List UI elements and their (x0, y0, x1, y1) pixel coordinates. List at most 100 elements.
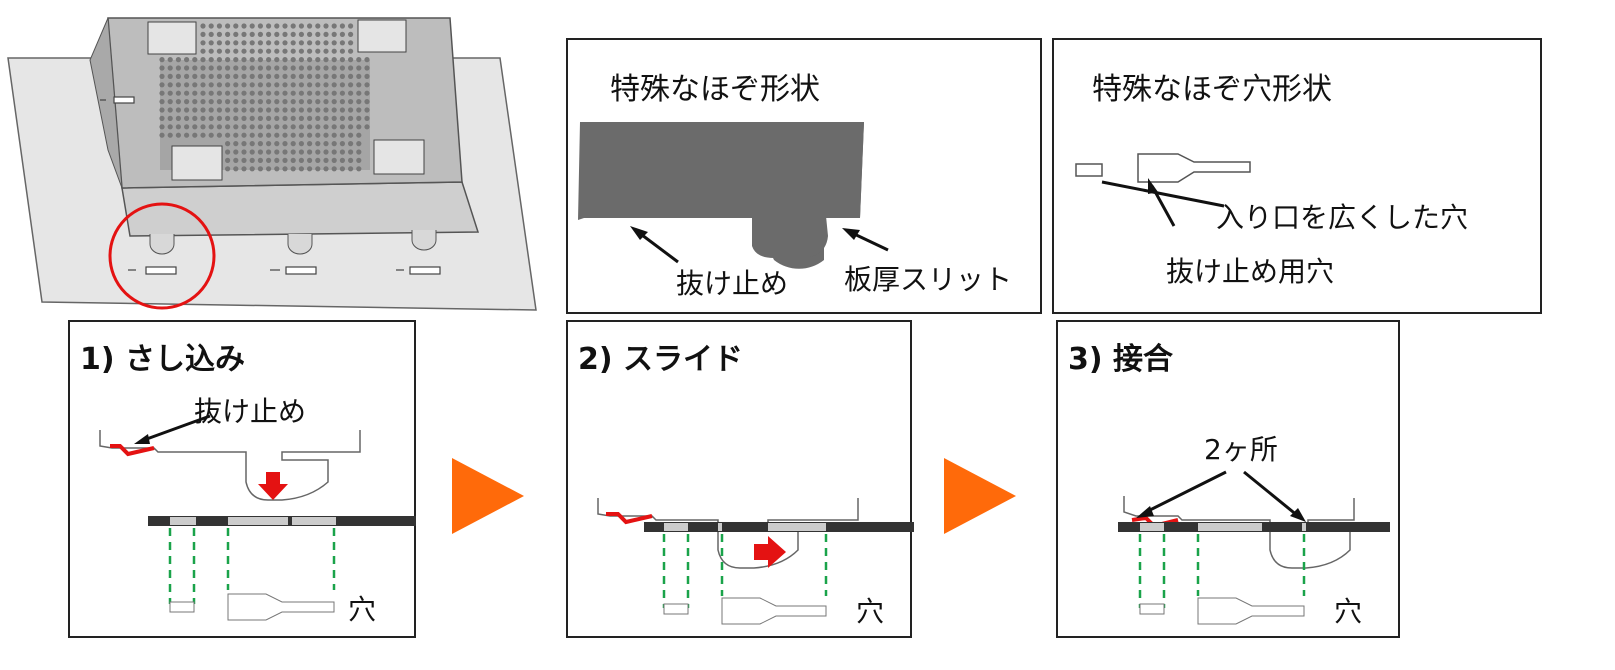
perforation-hole (298, 40, 304, 46)
perforation-hole (233, 23, 239, 29)
perforation-hole (298, 57, 304, 63)
perforation-hole (184, 99, 190, 105)
perforation-hole (290, 57, 296, 63)
perforation-hole (225, 57, 231, 63)
perforation-hole (323, 48, 329, 54)
perforation-hole (339, 124, 345, 130)
perforation-hole (282, 132, 288, 138)
perforation-hole (167, 65, 173, 71)
perforation-hole (266, 73, 272, 79)
perforation-hole (356, 132, 362, 138)
perforation-hole (225, 166, 231, 172)
tab (411, 230, 437, 251)
perforation-hole (331, 149, 337, 155)
perforation-hole (348, 166, 354, 172)
perforation-hole (241, 31, 247, 37)
perforation-hole (233, 166, 239, 172)
perforation-hole (339, 23, 345, 29)
perforation-hole (225, 31, 231, 37)
perforation-hole (307, 141, 313, 147)
perforation-hole (282, 141, 288, 147)
perforation-hole (200, 65, 206, 71)
perforation-hole (233, 107, 239, 113)
perforation-hole (241, 115, 247, 121)
perforation-hole (208, 23, 214, 29)
perforation-hole (331, 124, 337, 130)
perforation-hole (348, 40, 354, 46)
perforation-hole (356, 124, 362, 130)
tab (149, 234, 175, 255)
perforation-hole (184, 115, 190, 121)
perforation-hole (282, 115, 288, 121)
perforation-hole (184, 57, 190, 63)
perforation-hole (257, 132, 263, 138)
perforation-hole (225, 124, 231, 130)
perforation-hole (274, 107, 280, 113)
perforation-hole (282, 99, 288, 105)
perforation-hole (257, 107, 263, 113)
stopper-hole-label: 抜け止め用穴 (1166, 255, 1335, 288)
hole-shape-drawing (1075, 153, 1251, 227)
perforation-hole (184, 90, 190, 96)
perforation-hole (315, 82, 321, 88)
perforation-hole (339, 132, 345, 138)
perforation-hole (233, 141, 239, 147)
perforation-hole (348, 149, 354, 155)
perforation-hole (323, 141, 329, 147)
perforation-hole (290, 23, 296, 29)
perforation-hole (323, 23, 329, 29)
perforation-hole (356, 65, 362, 71)
perforation-hole (274, 141, 280, 147)
perforation-hole (307, 31, 313, 37)
perforation-hole (257, 57, 263, 63)
perforation-hole (249, 141, 255, 147)
perforation-hole (200, 90, 206, 96)
perforation-hole (348, 141, 354, 147)
perforation-hole (175, 132, 181, 138)
perforation-hole (233, 57, 239, 63)
perforation-hole (348, 115, 354, 121)
perforation-hole (266, 99, 272, 105)
perforation-hole (348, 157, 354, 163)
perforation-hole (159, 90, 165, 96)
perforation-hole (257, 115, 263, 121)
perforation-hole (339, 107, 345, 113)
perforation-hole (216, 115, 222, 121)
perforation-hole (249, 149, 255, 155)
perforation-hole (290, 149, 296, 155)
perforation-hole (233, 132, 239, 138)
perforation-hole (249, 124, 255, 130)
perforation-hole (225, 23, 231, 29)
perforation-hole (233, 115, 239, 121)
perforation-hole (315, 132, 321, 138)
perforation-hole (274, 115, 280, 121)
step-1-drawing (99, 414, 416, 621)
perforation-hole (323, 82, 329, 88)
perforation-hole (356, 73, 362, 79)
perforation-hole (208, 107, 214, 113)
perforation-hole (175, 57, 181, 63)
perforation-hole (241, 157, 247, 163)
perforation-hole (266, 90, 272, 96)
perforation-hole (307, 65, 313, 71)
perforation-hole (282, 157, 288, 163)
perforation-hole (348, 124, 354, 130)
perforation-hole (241, 90, 247, 96)
perforation-hole (315, 73, 321, 79)
perforation-hole (249, 99, 255, 105)
perforation-hole (282, 82, 288, 88)
perforation-hole (192, 99, 198, 105)
perforation-hole (307, 48, 313, 54)
perforation-hole (216, 31, 222, 37)
perforation-hole (307, 23, 313, 29)
perforation-hole (266, 132, 272, 138)
perforation-hole (241, 82, 247, 88)
perforation-hole (257, 65, 263, 71)
perforation-hole (307, 90, 313, 96)
perforation-hole (241, 48, 247, 54)
perforation-hole (274, 82, 280, 88)
perforation-hole (339, 73, 345, 79)
perforation-hole (298, 48, 304, 54)
perforation-hole (208, 132, 214, 138)
perforation-hole (307, 40, 313, 46)
